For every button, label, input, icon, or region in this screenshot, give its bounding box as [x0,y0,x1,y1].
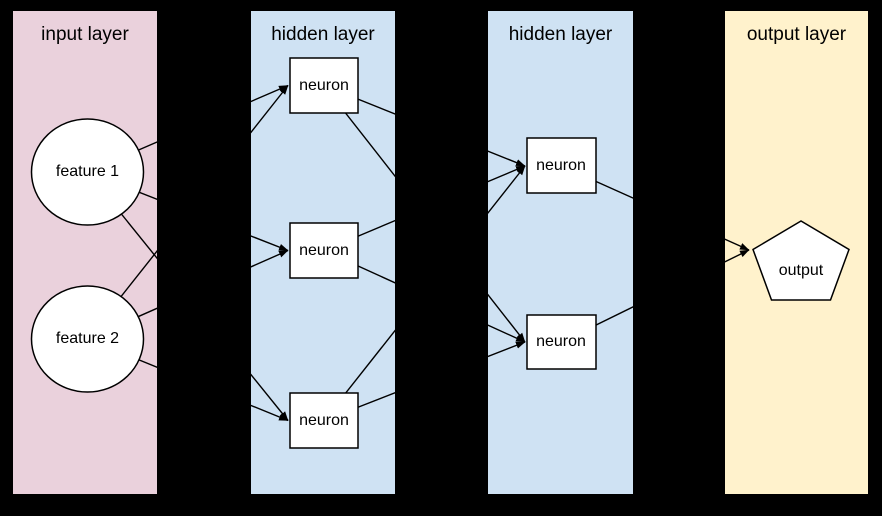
hidden-layer-2-panel: hidden layer [488,11,633,494]
hidden2-neuron-2-label: neuron [536,333,586,350]
hidden1-neuron-1-node [289,57,359,114]
feature-1-label: feature 1 [55,163,120,180]
network-nodes [30,57,850,449]
output-layer-title: output layer [746,24,847,45]
feature-1-node [30,118,145,226]
hidden-layer-1-title: hidden layer [271,24,375,45]
edge-h1n3-h2n1 [323,165,526,421]
feature-2-label: feature 2 [55,330,120,347]
input-layer-panel: input layer [13,11,157,494]
hidden1-neuron-2-label: neuron [299,242,349,259]
input-layer-title: input layer [41,24,129,45]
hidden1-neuron-3-node [289,392,359,449]
output-node [752,220,850,301]
edge-h1n1-h2n2 [323,85,526,343]
hidden2-neuron-1-node [526,137,597,194]
feature-2-node [30,285,145,393]
hidden1-neuron-3-label: neuron [299,412,349,429]
hidden2-neuron-1-label: neuron [536,157,586,174]
hidden1-neuron-2-node [289,222,359,279]
hidden1-neuron-1-label: neuron [299,77,349,94]
output-label: output [778,262,824,279]
hidden-layer-2-title: hidden layer [508,24,613,45]
hidden2-neuron-2-node [526,314,597,370]
connection-arrows [86,84,750,422]
